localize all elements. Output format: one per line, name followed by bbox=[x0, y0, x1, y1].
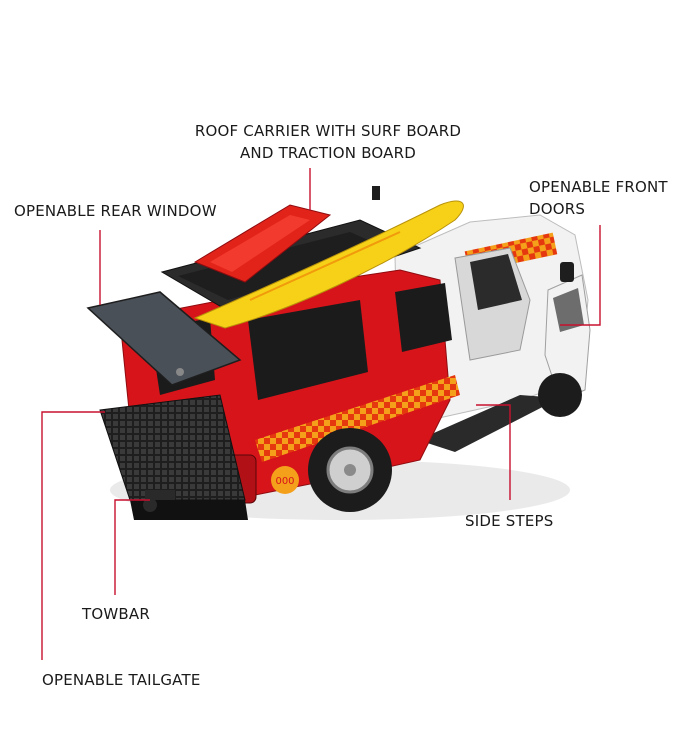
rear-wheel bbox=[308, 428, 392, 512]
emergency-emblem bbox=[271, 466, 299, 494]
callout-towbar: TOWBAR bbox=[82, 605, 150, 623]
callout-roof-carrier: ROOF CARRIER WITH SURF BOARD AND TRACTIO… bbox=[188, 120, 468, 164]
leader-side-steps bbox=[476, 404, 511, 500]
front-cab bbox=[394, 214, 589, 421]
callout-front-doors: OPENABLE FRONT DOORS bbox=[529, 176, 668, 220]
callout-front-doors-line2: DOORS bbox=[529, 200, 586, 218]
open-rear-window bbox=[86, 291, 242, 386]
callout-roof-carrier-line1: ROOF CARRIER WITH SURF BOARD bbox=[194, 122, 462, 140]
callout-front-doors-line1: OPENABLE FRONT bbox=[529, 178, 668, 196]
leader-tailgate bbox=[41, 411, 105, 660]
callout-tailgate: OPENABLE TAILGATE bbox=[42, 671, 201, 689]
open-tailgate bbox=[99, 394, 248, 520]
surf-board bbox=[193, 200, 464, 329]
callout-side-steps: SIDE STEPS bbox=[465, 512, 554, 530]
traction-board bbox=[193, 204, 332, 283]
towbar bbox=[143, 490, 175, 512]
side-step bbox=[418, 395, 560, 452]
front-wheel bbox=[538, 373, 582, 417]
callout-roof-carrier-line2: AND TRACTION BOARD bbox=[239, 144, 417, 162]
rack-handle bbox=[372, 186, 380, 200]
leader-towbar bbox=[114, 499, 150, 595]
emblem-text: 000 bbox=[275, 476, 294, 487]
open-front-door bbox=[544, 262, 591, 401]
callout-rear-window: OPENABLE REAR WINDOW bbox=[14, 202, 217, 220]
leader-front-doors bbox=[560, 225, 601, 326]
